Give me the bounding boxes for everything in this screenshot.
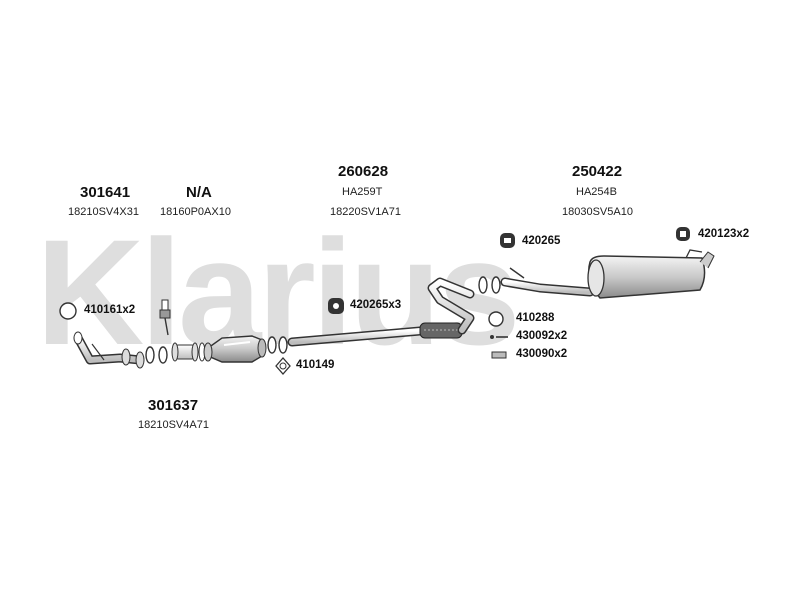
flange-gasket-icon	[275, 357, 291, 375]
oe-number: HA254B	[576, 186, 617, 198]
oe-number: 18030SV5A10	[562, 206, 633, 218]
flange-gasket-icon	[478, 276, 488, 294]
rubber-hanger-icon	[500, 233, 515, 248]
part-number-na: N/A	[186, 184, 212, 201]
flange-gasket-icon	[491, 276, 501, 294]
rubber-hanger-icon	[328, 298, 344, 314]
oe-number: 18160P0AX10	[160, 206, 231, 218]
flange-gasket-icon	[145, 346, 168, 364]
sensor-icon	[159, 299, 171, 336]
spring-icon	[491, 351, 507, 359]
rear-silencer-icon	[500, 249, 715, 299]
oe-number: HA259T	[342, 186, 383, 198]
oe-number: 18220SV1A71	[330, 206, 401, 218]
part-number-250422: 250422	[572, 163, 623, 180]
part-label: 410161x2	[84, 304, 136, 316]
gasket-ring-icon	[488, 311, 504, 327]
part-number-301637: 301637	[148, 397, 199, 414]
part-label: 430090x2	[516, 348, 568, 360]
part-label: 420123x2	[698, 228, 750, 240]
flange-gasket-icon	[267, 336, 277, 354]
bolt-icon	[490, 335, 508, 339]
flex-pipe-icon	[171, 342, 206, 362]
part-label: 410288	[516, 312, 555, 324]
front-pipe-icon	[73, 331, 145, 369]
part-label: 420265	[522, 235, 561, 247]
rubber-hanger-icon	[676, 227, 690, 241]
part-label: 430092x2	[516, 330, 568, 342]
gasket-ring-icon	[59, 302, 77, 320]
flange-gasket-icon	[278, 336, 288, 354]
part-label: 410149	[296, 359, 335, 371]
catalytic-converter-icon	[203, 335, 267, 363]
part-number-301641: 301641	[80, 184, 131, 201]
oe-number: 18210SV4X31	[68, 206, 139, 218]
oe-number: 18210SV4A71	[138, 419, 209, 431]
centre-pipe-icon	[287, 277, 475, 347]
part-number-260628: 260628	[338, 163, 389, 180]
part-label: 420265x3	[350, 299, 402, 311]
